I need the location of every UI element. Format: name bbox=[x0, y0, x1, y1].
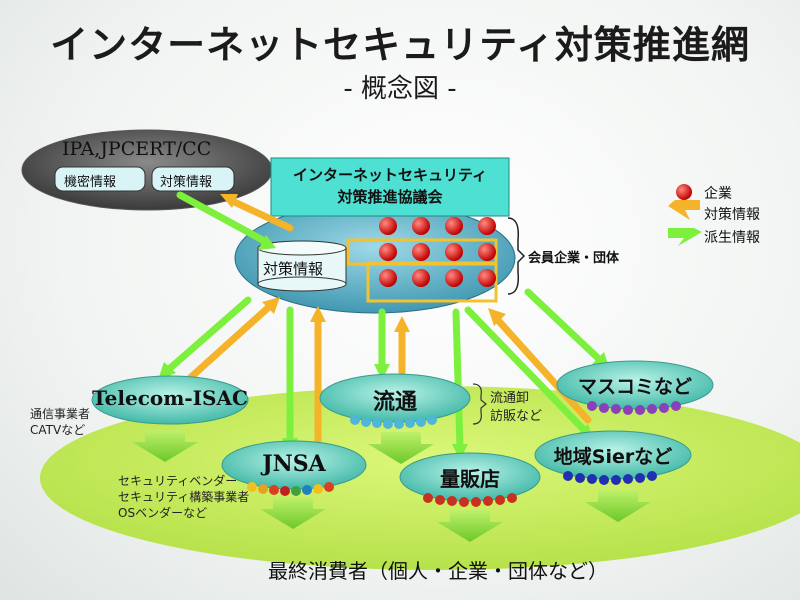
company-dot bbox=[379, 269, 397, 287]
ipa-box-secret bbox=[54, 166, 146, 192]
legend-derived-label: 派生情報 bbox=[704, 230, 760, 246]
company-dot bbox=[412, 269, 430, 287]
node-ryohanten bbox=[399, 452, 541, 502]
jnsa-note-2: セキュリティ構築事業者 bbox=[118, 490, 250, 504]
ipa-box-measures bbox=[151, 166, 235, 192]
down-arrows bbox=[132, 430, 651, 542]
jnsa-note-3: OSベンダーなど bbox=[118, 506, 208, 520]
jnsa-note-1: セキュリティベンダー bbox=[118, 474, 238, 488]
legend-countermeasure-label: 対策情報 bbox=[704, 207, 760, 223]
node-ryutsu-label: 流通 bbox=[372, 390, 417, 415]
ball-row-jnsa bbox=[247, 482, 334, 496]
telecom-note-1: 通信事業者 bbox=[30, 407, 91, 421]
ryutsu-bracket bbox=[472, 383, 487, 425]
node-telecom-label: Telecom-ISAC bbox=[92, 386, 248, 410]
ryutsu-note-1: 流通卸 bbox=[490, 391, 530, 406]
node-telecom bbox=[91, 375, 249, 425]
cylinder-icon bbox=[257, 240, 347, 292]
page-subtitle: - 概念図 - bbox=[343, 74, 457, 104]
flow-arrows bbox=[158, 191, 610, 460]
cylinder-label: 対策情報 bbox=[263, 260, 324, 278]
company-dot bbox=[445, 217, 463, 235]
page-title: インターネットセキュリティ対策推進網 bbox=[50, 22, 750, 67]
company-dot bbox=[478, 243, 496, 261]
node-ryohanten-label: 量販店 bbox=[440, 467, 500, 491]
ball-row-ryutsu bbox=[350, 415, 437, 429]
company-dot bbox=[445, 269, 463, 287]
company-dot bbox=[412, 217, 430, 235]
node-chiiki-label: 地域Sierなど bbox=[553, 446, 673, 468]
council-title-box bbox=[270, 157, 510, 217]
company-dot bbox=[379, 243, 397, 261]
company-dot bbox=[478, 269, 496, 287]
consumer-label: 最終消費者（個人・企業・団体など） bbox=[268, 559, 608, 583]
legend-company-label: 企業 bbox=[704, 186, 732, 202]
company-dot bbox=[478, 217, 496, 235]
members-bracket bbox=[507, 217, 526, 295]
ryutsu-note-2: 訪販など bbox=[490, 409, 543, 424]
company-dot bbox=[445, 243, 463, 261]
council-title-line1: インターネットセキュリティ bbox=[292, 166, 488, 184]
legend-orange-arrow bbox=[668, 200, 700, 220]
ball-row-masscomi bbox=[587, 401, 681, 415]
legend-company-dot bbox=[676, 184, 692, 200]
ipa-box-secret-label: 機密情報 bbox=[64, 175, 117, 190]
member-companies bbox=[379, 217, 496, 287]
ipa-box-measures-label: 対策情報 bbox=[160, 175, 213, 190]
ball-row-ryohanten bbox=[423, 493, 517, 507]
members-label: 会員企業・団体 bbox=[528, 251, 620, 266]
node-jnsa-label: JNSA bbox=[262, 451, 326, 477]
node-masscomi bbox=[556, 360, 714, 410]
council-title-line2: 対策推進協議会 bbox=[337, 188, 443, 206]
ball-row-chiiki bbox=[563, 471, 657, 485]
member-frame-bottom bbox=[366, 261, 498, 303]
legend-green-arrow bbox=[668, 228, 702, 246]
company-dot bbox=[379, 217, 397, 235]
company-dot bbox=[412, 243, 430, 261]
ipa-title: IPA,JPCERT/CC bbox=[62, 138, 212, 160]
node-masscomi-label: マスコミなど bbox=[577, 376, 692, 398]
telecom-note-2: CATVなど bbox=[30, 423, 86, 437]
